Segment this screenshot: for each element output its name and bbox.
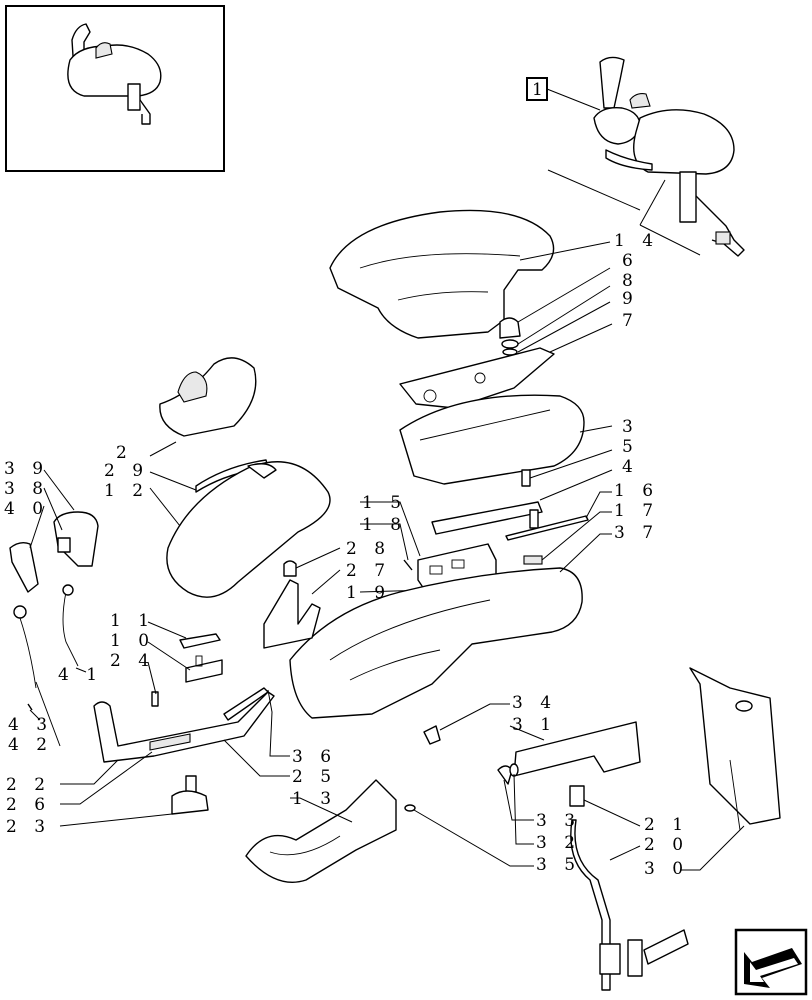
label-32: 3 2 [536, 833, 581, 853]
label-33: 3 3 [536, 811, 581, 831]
label-3: 3 [622, 417, 639, 437]
screw [521, 449, 613, 487]
label-35: 3 5 [536, 855, 581, 875]
label-14: 1 4 [614, 231, 659, 251]
armrest-cushion [329, 209, 611, 339]
label-7: 7 [622, 311, 639, 331]
next-page-arrow-icon[interactable] [734, 928, 808, 996]
label-25: 2 5 [292, 767, 337, 787]
pin [27, 681, 61, 747]
label-24: 2 4 [110, 651, 155, 671]
bolt [147, 661, 159, 707]
switch-panel [359, 501, 497, 594]
label-26: 2 6 [6, 795, 51, 815]
label-22: 2 2 [6, 775, 51, 795]
lower-housing [289, 533, 612, 719]
side-panel [9, 505, 45, 593]
label-30: 3 0 [644, 859, 689, 879]
washer [404, 804, 534, 867]
label-39: 3 9 [4, 459, 49, 479]
small-plate [147, 621, 221, 649]
label-21: 2 1 [644, 815, 689, 835]
label-43: 4 3 [8, 715, 53, 735]
label-15: 1 5 [362, 493, 407, 513]
bottom-cover [245, 779, 397, 883]
overview-thumbnail [5, 5, 225, 172]
label-8: 8 [622, 271, 639, 291]
label-42: 4 2 [8, 735, 53, 755]
main-assembly-view [547, 56, 745, 257]
label-18: 1 8 [362, 515, 407, 535]
switch-block [147, 641, 223, 683]
label-31: 3 1 [512, 715, 557, 735]
label-27: 2 7 [346, 561, 391, 581]
label-9: 9 [622, 289, 639, 309]
knob [59, 775, 209, 827]
bracket-plate [680, 667, 781, 871]
label-19: 1 9 [346, 583, 391, 603]
knob-and-washers [499, 267, 611, 356]
label-12: 1 2 [104, 481, 149, 501]
label-2: 2 [116, 443, 133, 463]
label-13: 1 3 [292, 789, 337, 809]
label-10: 1 0 [110, 631, 155, 651]
label-23: 2 3 [6, 817, 51, 837]
label-40: 4 0 [4, 499, 49, 519]
lever-base [60, 687, 290, 805]
label-20: 2 0 [644, 835, 689, 855]
joystick-grip [149, 357, 257, 457]
strip-and-clip [505, 491, 612, 565]
label-6: 6 [622, 251, 639, 271]
ref-box-label: 1 [532, 80, 549, 100]
wiring-harness [13, 584, 87, 689]
bushing [497, 763, 534, 845]
hydraulic-tube [570, 819, 689, 991]
lever-shaft [509, 721, 641, 777]
plate [399, 323, 613, 409]
fitting [569, 785, 641, 827]
label-37: 3 7 [614, 523, 659, 543]
label-38: 3 8 [4, 479, 49, 499]
label-11: 1 1 [110, 611, 155, 631]
label-28: 2 8 [346, 539, 391, 559]
label-29: 2 9 [104, 461, 149, 481]
label-4: 4 [622, 457, 639, 477]
label-17: 1 7 [614, 501, 659, 521]
left-cover [43, 469, 99, 567]
grip-housing [149, 459, 331, 598]
label-36: 3 6 [292, 747, 337, 767]
clip [423, 703, 510, 745]
cap [283, 547, 341, 577]
reference-box: 1 [526, 77, 601, 111]
label-16: 1 6 [614, 481, 659, 501]
label-5: 5 [622, 437, 639, 457]
part-labels: 1 4 6 8 9 7 3 5 4 1 6 1 7 3 7 1 5 1 8 2 … [4, 231, 689, 879]
label-34: 3 4 [512, 693, 557, 713]
label-41: 4 1 [58, 665, 103, 685]
mount-bracket [263, 569, 341, 649]
base-shell [399, 394, 613, 485]
